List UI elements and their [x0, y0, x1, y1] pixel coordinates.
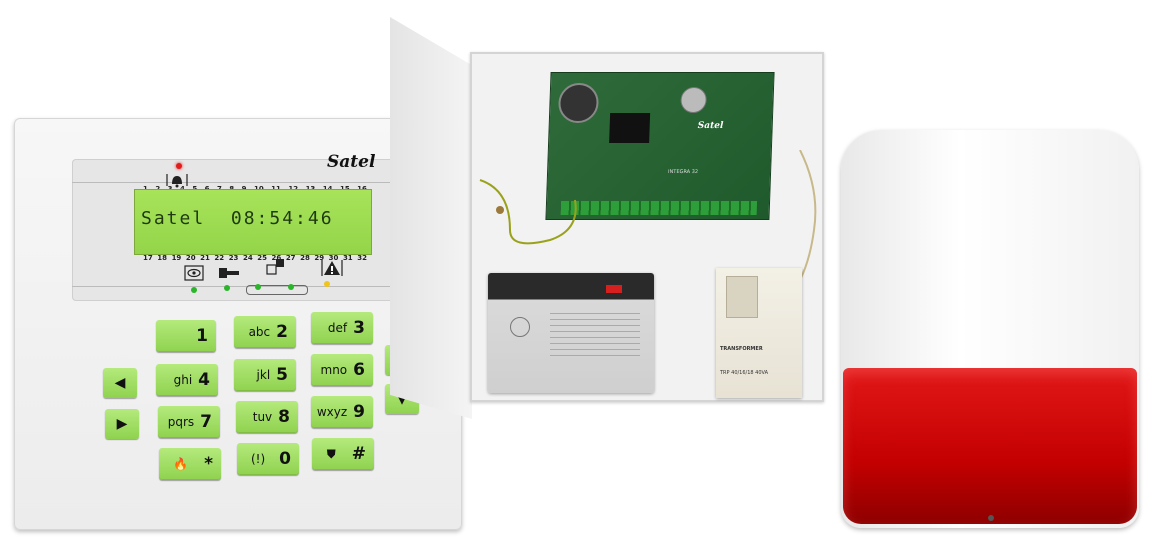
transformer: TRANSFORMER TRP 40/16/18 40VA: [716, 268, 802, 398]
fire-icon: 🔥: [173, 457, 189, 471]
keypad-brand: Satel: [327, 152, 376, 172]
key-digit: 2: [276, 322, 288, 342]
cabinet-door: [390, 17, 472, 419]
arrow-right-icon: ▶: [116, 416, 128, 432]
key-letters: jkl: [256, 368, 271, 382]
key-digit: #: [351, 444, 366, 464]
zone-number: 31: [342, 254, 353, 262]
partition-led-2: [288, 284, 294, 290]
board-model: INTEGRA 32: [667, 169, 699, 175]
transformer-model: TRP 40/16/18 40VA: [720, 370, 769, 376]
screw-icon: [988, 515, 994, 521]
warning-icon: [321, 260, 343, 276]
eye-icon: [184, 265, 204, 281]
key-4[interactable]: ghi 4: [156, 364, 218, 396]
key-1[interactable]: 1: [156, 320, 216, 352]
key-hash[interactable]: ⛊#: [312, 438, 374, 470]
capacitor-icon: [557, 83, 600, 123]
recycle-icon: [510, 317, 530, 337]
zone-number: 19: [171, 254, 182, 262]
lcd-display: Satel 08:54:46: [134, 189, 372, 255]
police-badge-icon: ⛊: [326, 446, 336, 461]
battery-terminal-icon: [606, 285, 622, 293]
key-digit: 8: [278, 407, 290, 427]
key-letters: tuv: [252, 410, 273, 424]
alarm-bell-icon: [166, 174, 188, 188]
lcd-frame-line-top: [72, 182, 454, 183]
key-0[interactable]: (!) 0: [237, 443, 299, 475]
alarm-led: [176, 163, 182, 169]
zone-number: 21: [200, 254, 210, 262]
key-3[interactable]: def 3: [311, 312, 373, 344]
wrench-icon: [219, 268, 239, 278]
key-9[interactable]: wxyz 9: [311, 396, 373, 428]
zone-number: 18: [157, 254, 168, 262]
key-7[interactable]: pqrs 7: [158, 406, 220, 438]
key-letters: ghi: [173, 373, 193, 387]
zone-number: 24: [242, 254, 253, 262]
zone-number: 26: [271, 254, 282, 262]
lcd-frame-line-bottom: [72, 286, 454, 287]
key-letters: wxyz: [316, 405, 348, 419]
zone-number: 23: [228, 254, 239, 262]
lcd-display-text: Satel 08:54:46: [141, 208, 334, 229]
zone-number: 29: [314, 254, 325, 262]
key-digit: 0: [279, 449, 291, 469]
key-digit: 4: [198, 370, 210, 390]
key-6[interactable]: mno 6: [311, 354, 373, 386]
arrow-left-key[interactable]: ◀: [103, 368, 137, 398]
key-letters: pqrs: [167, 415, 195, 429]
chip-icon: [609, 113, 651, 143]
arrow-down-icon: ▼: [396, 391, 408, 407]
key-digit: 1: [196, 326, 208, 346]
key-digit: 6: [353, 360, 365, 380]
transformer-label: TRANSFORMER: [720, 346, 763, 352]
zone-number: 22: [214, 254, 225, 262]
key-digit: 7: [200, 412, 212, 432]
key-digit: *: [204, 454, 213, 474]
zone-number: 28: [300, 254, 310, 262]
zone-number: 20: [185, 254, 196, 262]
backup-battery-icon: [680, 87, 708, 113]
tamper-wire-icon: [479, 179, 577, 245]
trouble-led: [324, 281, 330, 287]
backup-battery: [488, 273, 654, 393]
key-digit: 5: [276, 365, 288, 385]
panic-icon: (!): [250, 452, 266, 466]
zone-number: 30: [328, 254, 339, 262]
arrow-left-icon: ◀: [114, 375, 126, 391]
key-letters: def: [327, 321, 348, 335]
battery-label: [550, 313, 640, 357]
key-5[interactable]: jkl 5: [234, 359, 296, 391]
key-star[interactable]: 🔥*: [159, 448, 221, 480]
board-brand: Satel: [697, 121, 724, 131]
key-2[interactable]: abc 2: [234, 316, 296, 348]
key-letters: mno: [320, 363, 348, 377]
zone-number: 17: [143, 254, 153, 262]
terminal-block: [560, 201, 758, 215]
arrow-right-key[interactable]: ▶: [105, 409, 139, 439]
zone-number: 27: [285, 254, 296, 262]
armed-led: [191, 287, 197, 293]
key-digit: 9: [353, 402, 365, 422]
fuse-holder-icon: [726, 276, 758, 318]
key-letters: abc: [248, 325, 271, 339]
partition-led-1: [255, 284, 261, 290]
key-digit: 3: [353, 318, 365, 338]
partitions-icon: [266, 259, 284, 275]
zone-number: 32: [357, 254, 367, 262]
zone-number: 25: [257, 254, 267, 262]
service-led: [224, 285, 230, 291]
key-8[interactable]: tuv 8: [236, 401, 298, 433]
siren-flash-lens: [843, 368, 1137, 524]
partition-bracket: [246, 285, 308, 295]
siren-wire-icon: [799, 150, 817, 280]
